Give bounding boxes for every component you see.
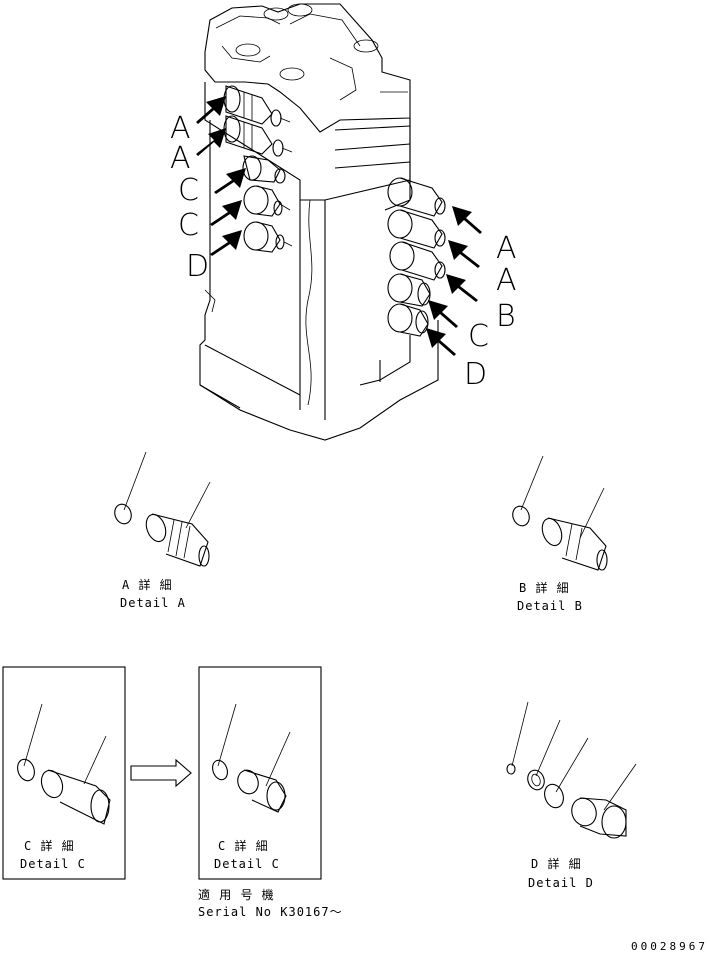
detail-d-title-en: Detail D bbox=[528, 876, 594, 890]
arrow-left-3 bbox=[214, 168, 246, 194]
detail-c-old-title-jp: C 詳 細 bbox=[24, 838, 75, 853]
drawing-number: 00028967 bbox=[631, 940, 708, 953]
arrow-right-4 bbox=[428, 300, 458, 328]
spool-left-2 bbox=[223, 115, 293, 157]
arrow-right-1 bbox=[452, 206, 482, 234]
detail-c-old-frame bbox=[2, 666, 126, 880]
detail-b-title-jp: B 詳 細 bbox=[519, 580, 570, 595]
spool-right-1 bbox=[387, 177, 446, 217]
small-ring-d bbox=[506, 763, 516, 775]
control-valve-body bbox=[199, 3, 439, 441]
right-label-3: B bbox=[496, 299, 516, 334]
left-label-5: D bbox=[186, 249, 209, 284]
right-valve-labels: A A B C D bbox=[464, 231, 517, 392]
left-label-3: C bbox=[178, 173, 199, 208]
valve-cartridge-a bbox=[145, 513, 210, 567]
detail-c-new: C 詳 細 Detail C bbox=[198, 666, 322, 880]
spool-left-4 bbox=[243, 185, 291, 217]
o-ring-c-old bbox=[17, 758, 35, 782]
o-ring-c-new bbox=[212, 759, 228, 781]
spool-right-3 bbox=[389, 241, 446, 281]
plug-d bbox=[571, 797, 627, 839]
spool-right-5 bbox=[387, 303, 429, 337]
o-ring-b bbox=[512, 505, 530, 527]
left-spool-group bbox=[223, 85, 293, 253]
left-valve-labels: A A C C D bbox=[170, 111, 209, 284]
spool-right-4 bbox=[387, 273, 431, 307]
left-arrow-group bbox=[196, 96, 246, 256]
arrow-right-5 bbox=[426, 328, 456, 356]
right-label-1: A bbox=[496, 231, 517, 266]
valve-cartridge-b bbox=[541, 517, 608, 571]
detail-c-old: C 詳 細 Detail C bbox=[2, 666, 126, 880]
arrow-left-4 bbox=[210, 200, 242, 226]
detail-c-new-title-en: Detail C bbox=[214, 857, 280, 871]
right-label-5: D bbox=[464, 357, 487, 392]
spool-right-2 bbox=[387, 209, 446, 249]
backup-ring-d bbox=[527, 769, 545, 791]
arrow-left-2 bbox=[196, 128, 226, 156]
left-label-2: A bbox=[170, 141, 191, 176]
detail-c-old-title-en: Detail C bbox=[20, 857, 86, 871]
detail-c-new-frame bbox=[198, 666, 322, 880]
valve-cartridge-c-new bbox=[237, 769, 287, 813]
detail-d-title-jp: D 詳 細 bbox=[531, 856, 582, 871]
serial-title-jp: 適 用 号 機 bbox=[198, 887, 275, 902]
right-label-2: A bbox=[496, 263, 517, 298]
detail-a-title-jp: A 詳 細 bbox=[122, 577, 173, 592]
replacement-arrow bbox=[130, 758, 192, 788]
detail-c-new-title-jp: C 詳 細 bbox=[218, 838, 269, 853]
valve-cartridge-c-old bbox=[40, 769, 111, 825]
detail-d: D 詳 細 Detail D bbox=[506, 701, 637, 890]
left-label-4: C bbox=[178, 208, 199, 243]
right-label-4: C bbox=[468, 319, 489, 354]
right-arrow-group bbox=[426, 206, 482, 356]
serial-number: Serial No K30167〜 bbox=[198, 905, 343, 919]
arrow-right-2 bbox=[448, 240, 480, 268]
right-spool-group bbox=[387, 177, 446, 337]
detail-a: A 詳 細 Detail A bbox=[114, 451, 211, 610]
o-ring-a bbox=[114, 503, 132, 525]
spool-left-3 bbox=[242, 155, 286, 184]
arrow-left-5 bbox=[210, 230, 242, 256]
spool-left-5 bbox=[243, 221, 293, 253]
detail-b: B 詳 細 Detail B bbox=[512, 455, 608, 613]
left-label-1: A bbox=[170, 111, 191, 146]
arrow-right-3 bbox=[446, 274, 478, 302]
o-ring-d bbox=[544, 783, 564, 809]
arrow-left-1 bbox=[196, 96, 226, 124]
detail-a-title-en: Detail A bbox=[120, 596, 186, 610]
detail-b-title-en: Detail B bbox=[517, 599, 583, 613]
